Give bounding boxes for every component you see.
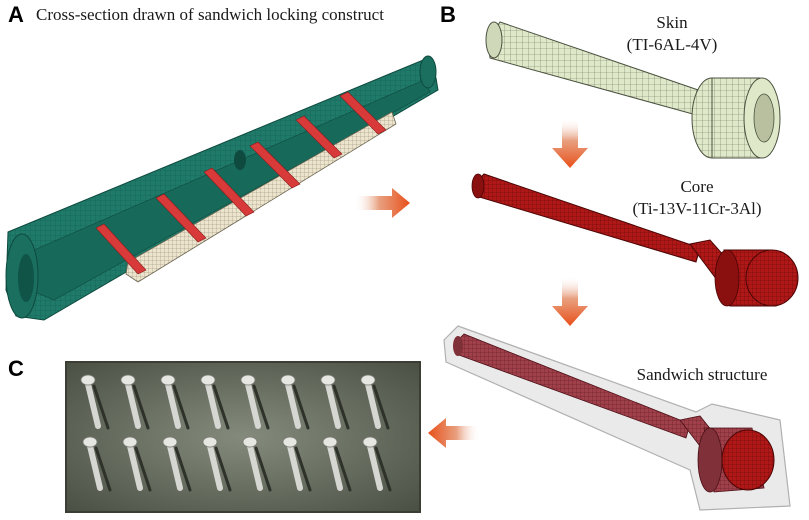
screw-sample: [362, 436, 392, 492]
skin-label: Skin (TI-6AL-4V): [612, 12, 732, 56]
cross-section-construct: [5, 55, 439, 321]
core-rod: [471, 173, 799, 307]
arrow-right-icon: [354, 188, 410, 218]
screw-sample: [280, 374, 310, 430]
skin-rod: [485, 21, 781, 159]
sandwich-label: Sandwich structure: [636, 365, 768, 384]
arrow-down-icon: [552, 118, 588, 168]
screw-sample: [320, 374, 350, 430]
screw-sample: [360, 374, 390, 430]
sample-photo: [65, 361, 421, 513]
panel-b-letter: B: [440, 2, 456, 27]
core-material: (Ti-13V-11Cr-3Al): [632, 199, 762, 218]
panel-c-letter: C: [8, 356, 24, 381]
screw-sample: [242, 436, 272, 492]
screw-sample: [240, 374, 270, 430]
sandwich-rod: [443, 325, 791, 511]
skin-material: (TI-6AL-4V): [626, 35, 718, 54]
screw-sample: [82, 436, 112, 492]
screw-sample: [322, 436, 352, 492]
panel-a-letter: A: [8, 2, 24, 27]
screw-sample: [202, 436, 232, 492]
screw-sample: [120, 374, 150, 430]
panel-a-caption: Cross-section drawn of sandwich locking …: [36, 5, 384, 24]
screw-sample: [200, 374, 230, 430]
arrow-left-icon: [428, 418, 480, 448]
arrow-down-icon-2: [552, 276, 588, 326]
screw-sample: [282, 436, 312, 492]
screw-sample: [160, 374, 190, 430]
screw-sample: [80, 374, 110, 430]
screw-sample: [162, 436, 192, 492]
fabricated-screws: [80, 374, 392, 492]
skin-name: Skin: [656, 13, 688, 32]
core-name: Core: [680, 177, 714, 196]
core-label: Core (Ti-13V-11Cr-3Al): [612, 176, 782, 220]
screw-sample: [122, 436, 152, 492]
